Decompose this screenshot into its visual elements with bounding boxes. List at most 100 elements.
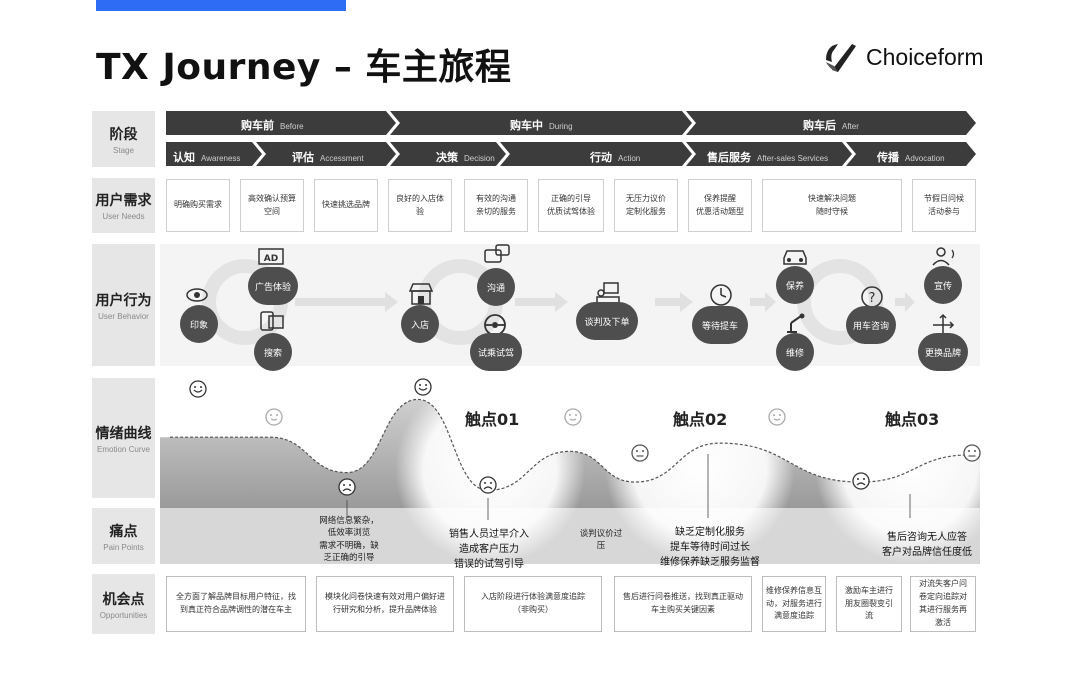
substage-label-advocation: 传播 Advocation bbox=[877, 149, 945, 165]
substage-zh: 传播 bbox=[877, 151, 899, 164]
opportunity-card: 激励车主进行 朋友圈裂变引 流 bbox=[836, 576, 902, 632]
need-card: 高效确认预算 空间 bbox=[240, 179, 304, 232]
substage-decision-chevron bbox=[390, 142, 506, 166]
row-label-zh: 用户需求 bbox=[95, 193, 152, 209]
ad-icon: AD bbox=[258, 248, 284, 265]
phase-after-chevron bbox=[686, 111, 976, 135]
row-label-zh: 用户行为 bbox=[95, 292, 152, 309]
row-label-stage: 阶段 Stage bbox=[92, 111, 155, 167]
phase-zh: 购车中 bbox=[510, 119, 543, 132]
touchpoint-label-1: 触点01 bbox=[465, 410, 520, 429]
phase-label-during: 购车中 During bbox=[510, 117, 573, 133]
substage-en: After-sales Services bbox=[757, 154, 829, 163]
need-card: 无压力议价 定制化服务 bbox=[614, 179, 678, 232]
behavior-loop-3 bbox=[797, 259, 883, 345]
need-card: 快速挑选品牌 bbox=[314, 179, 378, 232]
touchpoint-spotlight-3 bbox=[815, 373, 980, 563]
touchpoint-label-3: 触点03 bbox=[885, 410, 940, 429]
substage-en: Decision bbox=[464, 154, 495, 163]
neutral-face-icon bbox=[963, 444, 981, 462]
store-icon bbox=[408, 283, 434, 305]
substage-label-decision: 决策 Decision bbox=[436, 149, 495, 165]
behavior-testdrive: 试乘试驾 bbox=[470, 333, 522, 371]
behavior-negotiate: 谈判及下单 bbox=[576, 302, 638, 340]
pain-point: 销售人员过早介入 造成客户压力 错误的试驾引导 bbox=[449, 529, 529, 570]
substage-advocation-chevron bbox=[846, 142, 976, 166]
eye-icon bbox=[186, 288, 208, 302]
substage-assessment-chevron bbox=[256, 142, 396, 166]
top-accent-bar bbox=[96, 0, 346, 11]
substage-en: Accessment bbox=[320, 154, 364, 163]
behavior-consult: 用车咨询 bbox=[846, 306, 896, 344]
device-search-icon bbox=[260, 311, 284, 331]
logo-text: Choiceform bbox=[866, 43, 984, 70]
substage-en: Action bbox=[618, 154, 641, 163]
row-label-en: Stage bbox=[113, 145, 134, 155]
pain-point: 谈判议价过 压 bbox=[579, 529, 623, 552]
substage-label-aftersales: 售后服务 After-sales Services bbox=[707, 149, 828, 165]
neutral-smile-face-icon bbox=[768, 408, 786, 426]
behavior-promote: 宣传 bbox=[924, 266, 962, 304]
phase-en: After bbox=[842, 122, 859, 131]
touchpoint-spotlight-2 bbox=[605, 373, 795, 563]
need-card: 有效的沟通 亲切的服务 bbox=[464, 179, 528, 232]
behavior-switch: 更换品牌 bbox=[918, 333, 968, 371]
ad-icon-text: AD bbox=[264, 254, 278, 264]
opportunity-card: 入店阶段进行体验满意度追踪 （非购买） bbox=[464, 576, 602, 632]
opportunity-card: 对流失客户问 卷定向追踪对 其进行服务再 激活 bbox=[910, 576, 976, 632]
substage-zh: 售后服务 bbox=[707, 151, 751, 164]
happy-face-icon bbox=[414, 378, 432, 396]
row-label-needs: 用户需求 User Needs bbox=[92, 178, 155, 233]
neutral-smile-face-icon bbox=[265, 408, 283, 426]
clock-icon bbox=[710, 284, 732, 306]
behavior-impression: 印象 bbox=[180, 305, 218, 343]
row-label-zh: 情绪曲线 bbox=[95, 425, 152, 442]
substage-label-action: 行动 Action bbox=[590, 149, 640, 165]
row-label-opp: 机会点 Opportunities bbox=[92, 574, 155, 634]
phase-zh: 购车前 bbox=[241, 119, 274, 132]
flow-arrow-5 bbox=[895, 292, 915, 312]
row-label-en: Pain Points bbox=[103, 542, 144, 552]
row-label-emotion: 情绪曲线 Emotion Curve bbox=[92, 378, 155, 498]
touchpoint-label-2: 触点02 bbox=[673, 410, 728, 429]
opportunity-card: 维修保养信息互 动，对服务进行 满意度追踪 bbox=[762, 576, 826, 632]
car-icon bbox=[783, 250, 807, 265]
substage-zh: 行动 bbox=[590, 151, 612, 164]
move-arrows-icon bbox=[933, 313, 955, 335]
row-label-en: User Behavior bbox=[98, 311, 149, 321]
behavior-search: 搜索 bbox=[254, 333, 292, 371]
behavior-communicate: 沟通 bbox=[477, 268, 515, 306]
row-label-en: User Needs bbox=[102, 212, 145, 221]
phase-en: During bbox=[549, 122, 573, 131]
opportunity-card: 模块化问卷快速有效对用户偏好进 行研究和分析，提升品牌体验 bbox=[316, 576, 454, 632]
page-title: TX Journey – 车主旅程 bbox=[96, 47, 512, 88]
substage-zh: 决策 bbox=[436, 151, 458, 164]
row-label-zh: 痛点 bbox=[109, 523, 138, 540]
robot-arm-icon bbox=[787, 313, 805, 333]
neutral-smile-face-icon bbox=[564, 408, 582, 426]
emotion-curve-chart bbox=[160, 373, 980, 565]
flow-arrow-3 bbox=[655, 292, 693, 312]
need-card: 快速解决问题 随时守候 bbox=[762, 179, 902, 232]
behavior-decorations bbox=[202, 259, 915, 345]
chat-icon bbox=[484, 244, 510, 263]
pain-point: 缺乏定制化服务 提车等待时间过长 维修保养缺乏服务监督 bbox=[660, 527, 760, 568]
pain-point: 网络信息繁杂， 低效率浏览 需求不明确，缺 乏正确的引导 bbox=[319, 516, 379, 563]
behavior-wait: 等待提车 bbox=[692, 306, 748, 344]
touchpoint-spotlight-1 bbox=[395, 375, 585, 565]
row-label-zh: 机会点 bbox=[102, 591, 145, 608]
row-label-en: Opportunities bbox=[99, 610, 148, 620]
behavior-ad: 广告体验 bbox=[248, 267, 298, 305]
substage-en: Advocation bbox=[905, 154, 945, 163]
speaker-person-icon bbox=[932, 247, 955, 266]
need-card: 良好的入店体 验 bbox=[388, 179, 452, 232]
opportunity-card: 全方面了解品牌目标用户特征，找 到真正符合品牌调性的潜在车主 bbox=[166, 576, 306, 632]
behavior-enter: 入店 bbox=[401, 305, 439, 343]
substage-zh: 认知 bbox=[173, 151, 195, 164]
flow-arrow-4 bbox=[750, 292, 776, 312]
substage-en: Awareness bbox=[201, 154, 241, 163]
svg-text:?: ? bbox=[869, 291, 876, 306]
